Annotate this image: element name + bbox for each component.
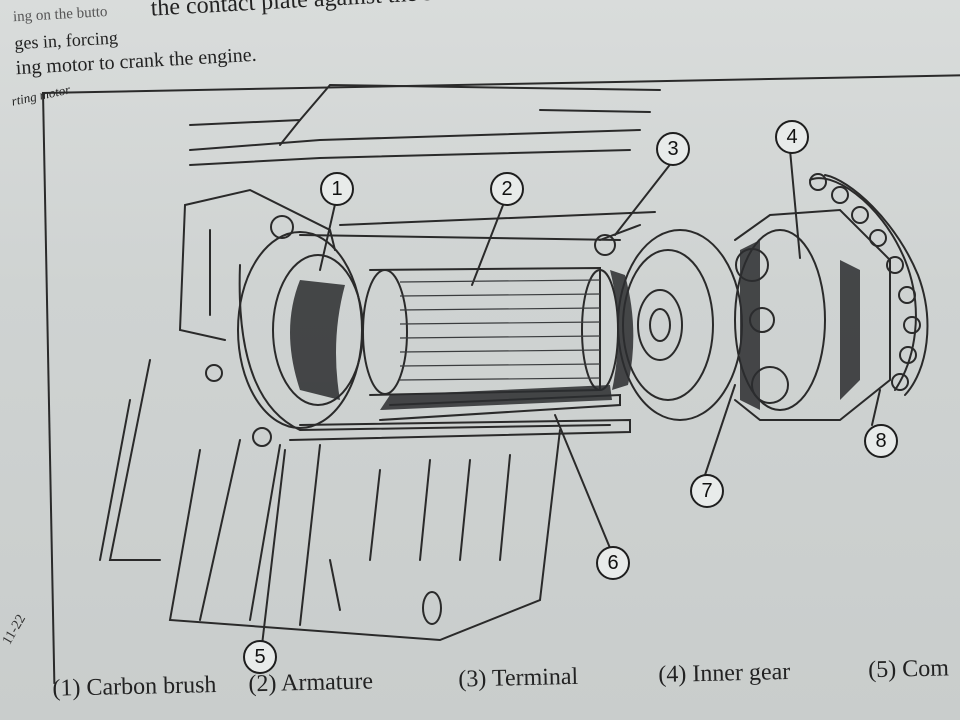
legend-num: (4) <box>658 661 687 688</box>
legend-label: Armature <box>280 668 374 697</box>
legend-item-3: (3) Terminal <box>458 664 578 694</box>
callout-4: 4 <box>775 120 809 154</box>
legend-item-1: (1) Carbon brush <box>52 672 217 703</box>
callout-8: 8 <box>864 424 898 458</box>
callout-2: 2 <box>490 172 524 206</box>
legend-item-5: (5) Com <box>868 655 949 684</box>
callout-5: 5 <box>243 640 277 674</box>
callout-7: 7 <box>690 474 724 508</box>
legend-label: Com <box>901 655 950 683</box>
callout-1: 1 <box>320 172 354 206</box>
legend-num: (3) <box>458 665 487 693</box>
legend-item-4: (4) Inner gear <box>658 659 791 689</box>
callout-3: 3 <box>656 132 690 166</box>
legend-num: (2) <box>248 670 277 698</box>
legend-num: (1) <box>52 675 81 702</box>
legend-label: Inner gear <box>691 658 791 688</box>
legend-num: (5) <box>867 656 897 684</box>
callout-6: 6 <box>596 546 630 580</box>
legend-item-2: (2) Armature <box>248 668 373 698</box>
legend-label: Carbon brush <box>86 672 217 701</box>
legend-label: Terminal <box>491 663 579 692</box>
